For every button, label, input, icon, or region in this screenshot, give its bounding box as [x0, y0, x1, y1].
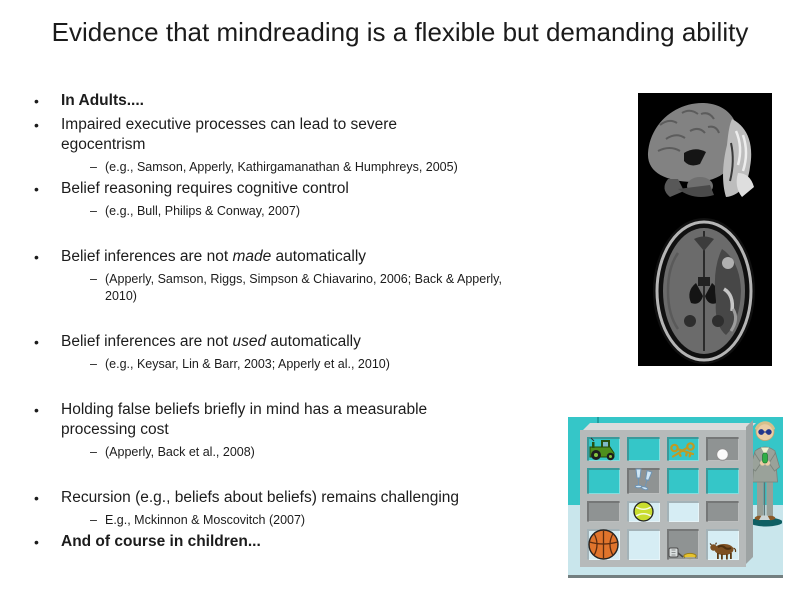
microphone [762, 452, 768, 464]
sagittal-brain-scan [647, 102, 754, 197]
spatula-and-brush-icon [668, 547, 698, 560]
shelf-cell-empty [626, 529, 660, 560]
sunglasses [758, 429, 765, 435]
bullet-text: (e.g., Bull, Philips & Conway, 2007) [105, 204, 301, 218]
shelf-cell-champagne-glasses [626, 468, 660, 494]
floor-baseline [568, 575, 783, 578]
shelf-cell-tennis-ball [626, 501, 660, 522]
bullet-text: Holding false beliefs briefly in mind ha… [61, 401, 428, 438]
shelf-cell-empty [706, 468, 739, 494]
bullet-item: • Recursion (e.g., beliefs about beliefs)… [28, 488, 648, 508]
bullet-list: • In Adults.... • Impaired executive proces… [28, 91, 648, 556]
bullet-marker: • [34, 490, 39, 506]
bullet-text: Belief reasoning requires cognitive cont… [61, 180, 349, 197]
shelf-cell-spatula-and-brush [666, 529, 700, 560]
bullet-item: • Belief inferences are not made automati… [28, 247, 648, 267]
bullet-text: (e.g., Samson, Apperly, Kathirgamanathan… [105, 160, 458, 174]
bullet-marker: • [34, 534, 39, 550]
basketball-icon [588, 529, 619, 560]
shelf-cell-tractor [587, 437, 620, 461]
bullet-item: • And of course in children... [28, 532, 648, 552]
shelf-cell-empty [587, 468, 620, 494]
bullet-item: • Belief inferences are not used automati… [28, 332, 648, 352]
shelf-grid [580, 430, 746, 567]
bullet-item: • Belief reasoning requires cognitive con… [28, 179, 648, 199]
bullet-marker: – [90, 272, 97, 286]
cow-icon [709, 541, 737, 560]
bullet-marker: – [90, 160, 97, 174]
tractor-icon [588, 437, 618, 461]
shelf-cell-empty [666, 468, 700, 494]
bullet-item: • Impaired executive processes can lead t… [28, 115, 648, 155]
director-man [748, 418, 783, 530]
bullet-marker: • [34, 402, 39, 418]
shelf-cell-white-ball [706, 437, 739, 461]
sub-bullet-item: –(Apperly, Back et al., 2008) [28, 444, 648, 461]
bullet-marker: – [90, 513, 97, 527]
bullet-text: In Adults.... [61, 92, 144, 109]
bullet-text: Recursion (e.g., beliefs about beliefs) … [61, 489, 460, 506]
champagne-glasses-icon [633, 468, 653, 494]
bullet-marker: • [34, 181, 39, 197]
shelf-cell-keys [666, 437, 700, 461]
sub-bullet-item: –E.g., Mckinnon & Moscovitch (2007) [28, 512, 648, 529]
slide-title: Evidence that mindreading is a flexible … [51, 17, 749, 47]
brain-mri-figure [638, 93, 772, 366]
keys-icon [669, 442, 696, 461]
bullet-text: (e.g., Keysar, Lin & Barr, 2003; Apperly… [105, 357, 390, 371]
shelf-cell-empty [626, 437, 660, 461]
shelf-cell-empty [666, 501, 700, 522]
shelf-cell-basketball [587, 529, 620, 560]
bullet-marker: • [34, 117, 39, 133]
bullet-text: (Apperly, Samson, Riggs, Simpson & Chiav… [105, 272, 502, 303]
tennis-ball-icon [632, 501, 654, 522]
bullet-marker: – [90, 445, 97, 459]
bullet-text: Belief inferences are not used automatic… [61, 333, 361, 350]
bullet-text: Belief inferences are not made automatic… [61, 248, 367, 265]
shelf-cell-cow [706, 529, 739, 560]
bullet-text: Impaired executive processes can lead to… [61, 116, 398, 153]
bullet-marker: • [34, 93, 39, 109]
sub-bullet-item: –(e.g., Bull, Philips & Conway, 2007) [28, 203, 648, 220]
bullet-marker: • [34, 249, 39, 265]
bullet-item: • In Adults.... [28, 91, 648, 111]
sub-bullet-item: –(e.g., Keysar, Lin & Barr, 2003; Apperl… [28, 356, 648, 373]
director-task-figure [568, 417, 783, 578]
axial-brain-scan [653, 218, 755, 364]
sub-bullet-item: –(e.g., Samson, Apperly, Kathirgamanatha… [28, 159, 648, 176]
bullet-text: (Apperly, Back et al., 2008) [105, 445, 255, 459]
bullet-marker: • [34, 334, 39, 350]
bullet-marker: – [90, 204, 97, 218]
shelf-cell-empty [587, 501, 620, 522]
sub-bullet-item: –(Apperly, Samson, Riggs, Simpson & Chia… [28, 271, 648, 305]
bullet-text: And of course in children... [61, 533, 261, 550]
bullet-text: E.g., Mckinnon & Moscovitch (2007) [105, 513, 306, 527]
white-ball-icon [716, 448, 729, 461]
bullet-marker: – [90, 357, 97, 371]
bullet-item: • Holding false beliefs briefly in mind h… [28, 400, 648, 440]
shelf-cell-empty [706, 501, 739, 522]
